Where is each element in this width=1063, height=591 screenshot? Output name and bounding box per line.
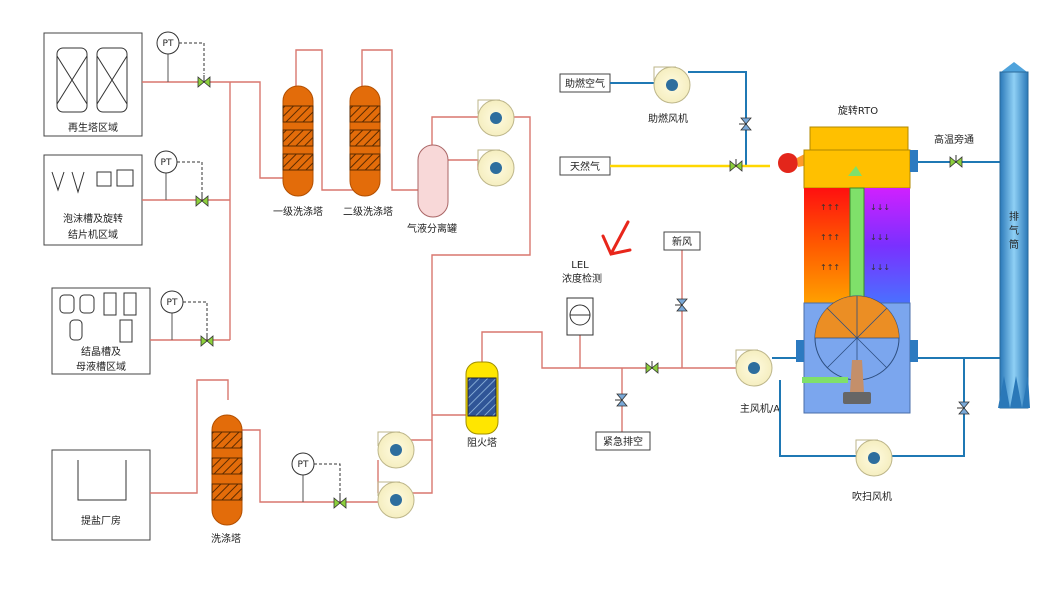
main-fan-label: 主风机/A: [740, 402, 780, 415]
valve-icon: [729, 158, 743, 172]
wash-tower: 洗涤塔: [211, 414, 243, 545]
fresh-air-box: 新风: [663, 231, 701, 251]
fan-icon: [477, 149, 515, 187]
tower-1: 一级洗涤塔: [273, 85, 323, 218]
pt-instrument-1: PT: [156, 31, 211, 88]
crystal-area-label-1: 结晶槽及: [81, 345, 121, 358]
svg-text:↓↓↓: ↓↓↓: [870, 263, 890, 272]
svg-text:PT: PT: [161, 158, 172, 168]
flame-arrester-label: 阻火塔: [467, 436, 497, 449]
fan-icon: [377, 431, 415, 469]
rotary-rto: 旋转RTO ↑↑↑ ↑↑↑ ↑↑↑ ↓↓↓ ↓↓↓ ↓↓↓: [796, 104, 918, 414]
emergency-vent-box: 紧急排空: [595, 431, 651, 451]
exhaust-stack: 排 气 筒: [998, 62, 1030, 409]
foam-area-label-1: 泡沫槽及旋转: [63, 212, 123, 225]
svg-text:PT: PT: [298, 460, 309, 470]
fan-icon: [735, 349, 773, 387]
combustion-fan-label: 助燃风机: [648, 112, 688, 125]
natural-gas-box: 天然气: [559, 156, 611, 176]
svg-text:↓↓↓: ↓↓↓: [870, 203, 890, 212]
svg-text:紧急排空: 紧急排空: [603, 435, 643, 448]
lel-label-1: LEL: [571, 260, 589, 271]
rto-label: 旋转RTO: [838, 104, 878, 117]
purge-fan-label: 吹扫风机: [852, 490, 892, 503]
tower-2: 二级洗涤塔: [343, 85, 393, 218]
svg-text:助燃空气: 助燃空气: [565, 77, 605, 90]
crystal-area: 结晶槽及 母液槽区域: [51, 287, 151, 375]
salt-area: 提盐厂房: [51, 449, 151, 541]
separator-label: 气液分离罐: [407, 222, 457, 235]
salt-area-label: 提盐厂房: [81, 514, 121, 527]
pt-instrument-2: PT: [154, 150, 209, 207]
svg-text:PT: PT: [167, 298, 178, 308]
svg-text:PT: PT: [163, 39, 174, 49]
tower-1-label: 一级洗涤塔: [273, 205, 323, 218]
regen-area: 再生塔区域: [43, 32, 143, 137]
valve-icon: [738, 117, 752, 131]
valve-icon: [614, 393, 628, 407]
stack-label-2: 气: [1009, 224, 1019, 237]
fan-icon: [477, 99, 515, 137]
svg-text:新风: 新风: [672, 235, 692, 248]
gas-liquid-separator: 气液分离罐: [407, 144, 457, 235]
valve-icon: [956, 401, 970, 415]
foam-area-label-2: 结片机区域: [68, 228, 118, 241]
regen-area-label: 再生塔区域: [68, 121, 118, 134]
lel-detector: LEL 浓度检测: [562, 260, 602, 336]
svg-text:↑↑↑: ↑↑↑: [820, 263, 840, 272]
pt-instrument-3: PT: [160, 290, 214, 347]
svg-text:↓↓↓: ↓↓↓: [870, 233, 890, 242]
valve-icon: [674, 298, 688, 312]
fan-icon: [377, 481, 415, 519]
crystal-area-label-2: 母液槽区域: [76, 360, 126, 373]
wash-tower-label: 洗涤塔: [211, 532, 241, 545]
valve-icon: [949, 154, 963, 168]
svg-text:天然气: 天然气: [570, 160, 600, 173]
svg-text:↑↑↑: ↑↑↑: [820, 203, 840, 212]
high-temp-bypass-label: 高温旁通: [934, 133, 974, 146]
svg-text:↑↑↑: ↑↑↑: [820, 233, 840, 242]
flame-arrester: 阻火塔: [465, 361, 499, 449]
combustion-air-box: 助燃空气: [559, 73, 611, 93]
lel-label-2: 浓度检测: [562, 272, 602, 285]
red-annotation-arrow: [601, 220, 632, 256]
valve-icon: [645, 360, 659, 374]
stack-label-1: 排: [1009, 210, 1019, 223]
fan-icon: [855, 439, 893, 477]
stack-label-3: 筒: [1009, 238, 1019, 251]
fan-icon: [653, 66, 691, 104]
foam-area: 泡沫槽及旋转 结片机区域: [43, 154, 143, 246]
pt-instrument-4: PT: [291, 452, 347, 509]
tower-2-label: 二级洗涤塔: [343, 205, 393, 218]
